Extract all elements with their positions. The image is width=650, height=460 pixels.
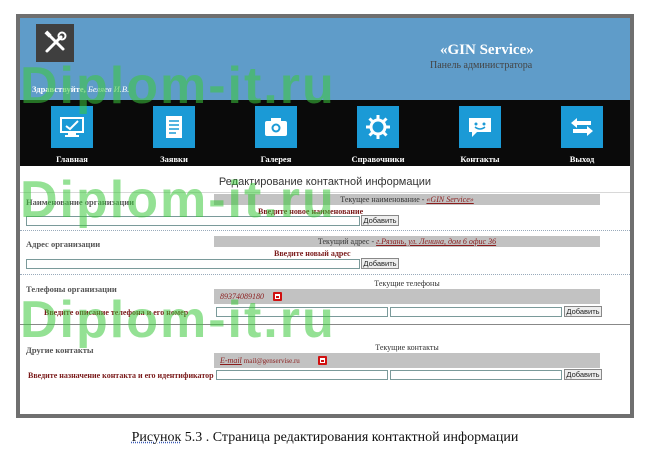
current-phones-box xyxy=(214,289,600,304)
phones-prompt: Введите описание телефона и его номер xyxy=(44,308,189,317)
current-contacts-box xyxy=(214,353,600,368)
screenshot-frame: «GIN Service» Панель администратора Здра… xyxy=(16,14,634,418)
admin-page: «GIN Service» Панель администратора Здра… xyxy=(20,18,630,414)
current-org-name-value[interactable]: «GIN Service» xyxy=(426,195,474,204)
org-name-input[interactable] xyxy=(26,216,360,226)
section-label-other-contacts: Другие контакты xyxy=(26,345,94,355)
main-nav: Главная Заявки Галерея Справочники xyxy=(20,100,630,166)
contact-identifier: mail@genservise.ru xyxy=(243,357,300,365)
contact-identifier-input[interactable] xyxy=(390,370,562,380)
phone-value: 89374089180 xyxy=(220,292,264,301)
figure-caption: Рисунок 5.3 . Страница редактирования ко… xyxy=(0,430,650,446)
nav-label-requests: Заявки xyxy=(160,154,188,164)
nav-item-gallery[interactable]: Галерея xyxy=(236,106,316,164)
nav-label-home: Главная xyxy=(56,154,88,164)
current-address-bar: Текущий адрес - г.Рязань, ул. Ленина, до… xyxy=(214,236,600,247)
phone-add-button[interactable]: Добавить xyxy=(564,306,602,317)
phone-number-input[interactable] xyxy=(390,307,562,317)
delete-phone-icon[interactable] xyxy=(273,292,282,301)
delete-contact-icon[interactable] xyxy=(318,356,327,365)
org-name-prompt: Введите новое наименование xyxy=(258,207,364,216)
exit-arrows-icon xyxy=(561,106,603,148)
address-prompt: Введите новый адрес xyxy=(274,249,351,258)
page-title: Редактирование контактной информации xyxy=(218,176,432,188)
section-label-org-name: Наименование организации xyxy=(26,197,135,207)
address-input[interactable] xyxy=(26,259,360,269)
site-header: «GIN Service» Панель администратора Здра… xyxy=(20,18,630,100)
nav-item-contacts[interactable]: Контакты xyxy=(440,106,520,164)
contact-add-button[interactable]: Добавить xyxy=(564,369,602,380)
current-phones-title: Текущие телефоны xyxy=(374,279,440,288)
current-org-name-bar: Текущее наименование - «GIN Service» xyxy=(214,194,600,205)
current-address-prefix: Текущий адрес - xyxy=(317,237,377,246)
contact-type: E-mail xyxy=(220,356,242,365)
brand-subtitle: Панель администратора xyxy=(430,60,533,71)
caption-word: Рисунок xyxy=(131,430,182,445)
nav-item-home[interactable]: Главная xyxy=(32,106,112,164)
brand-title: «GIN Service» xyxy=(440,42,534,58)
greeting-user-name: Беляев И.В. xyxy=(87,84,130,94)
divider xyxy=(20,230,630,231)
greeting: Здравствуйте, Беляев И.В. xyxy=(32,84,129,94)
tools-logo-icon[interactable] xyxy=(36,24,74,62)
nav-label-exit: Выход xyxy=(569,154,595,164)
nav-item-requests[interactable]: Заявки xyxy=(134,106,214,164)
greeting-prefix: Здравствуйте, xyxy=(32,84,86,94)
current-address-value[interactable]: г.Рязань, ул. Ленина, дом 6 офис 36 xyxy=(376,237,497,246)
nav-label-contacts: Контакты xyxy=(460,154,500,164)
divider xyxy=(20,274,630,275)
section-label-address: Адрес организации xyxy=(26,239,101,249)
section-label-phones: Телефоны организации xyxy=(26,284,117,294)
gear-icon xyxy=(357,106,399,148)
document-icon xyxy=(153,106,195,148)
phone-description-input[interactable] xyxy=(216,307,388,317)
heading-divider xyxy=(20,192,630,193)
nav-label-gallery: Галерея xyxy=(260,154,292,164)
contact-value: E-mail mail@genservise.ru xyxy=(220,356,300,365)
content-area: Редактирование контактной информации Наи… xyxy=(20,166,630,414)
caption-number: 5.3 xyxy=(184,430,203,445)
caption-text: . Страница редактирования контактной инф… xyxy=(205,430,519,445)
org-name-add-button[interactable]: Добавить xyxy=(361,215,399,226)
chat-icon xyxy=(459,106,501,148)
monitor-icon xyxy=(51,106,93,148)
divider xyxy=(20,324,630,325)
current-org-name-prefix: Текущее наименование - xyxy=(340,195,427,204)
nav-item-references[interactable]: Справочники xyxy=(338,106,418,164)
address-add-button[interactable]: Добавить xyxy=(361,258,399,269)
nav-label-references: Справочники xyxy=(351,154,405,164)
nav-item-exit[interactable]: Выход xyxy=(542,106,622,164)
camera-icon xyxy=(255,106,297,148)
contact-purpose-input[interactable] xyxy=(216,370,388,380)
current-contacts-title: Текущие контакты xyxy=(375,343,439,352)
other-contacts-prompt: Введите назначение контакта и его иденти… xyxy=(28,371,214,380)
